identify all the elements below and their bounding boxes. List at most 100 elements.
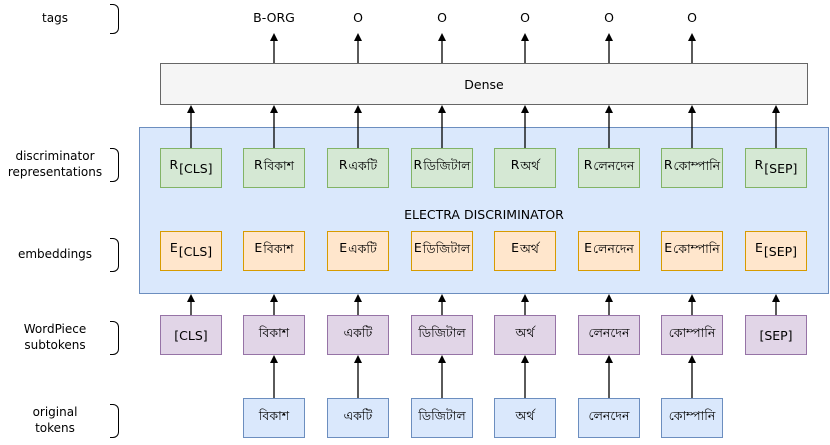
disc-rep-box-prefix: R bbox=[254, 156, 263, 172]
disc-rep-box-text: [CLS] bbox=[179, 160, 213, 176]
original-token-box: কোম্পানি bbox=[661, 398, 723, 438]
wp-label-line1: WordPiece bbox=[23, 322, 87, 336]
embedding-box-text: একটি bbox=[348, 241, 377, 256]
row-label-original: original tokens bbox=[0, 404, 110, 436]
subtoken-box-text: ডিজিটাল bbox=[418, 325, 466, 340]
subtoken-box-text: লেনদেন bbox=[588, 325, 630, 340]
subtoken-box-text: বিকাশ bbox=[258, 325, 290, 340]
embedding-box-text: ডিজিটাল bbox=[422, 241, 471, 256]
disc-rep-box-prefix: R bbox=[583, 156, 593, 172]
subtoken-box: [SEP] bbox=[745, 315, 807, 355]
embedding-box: E[CLS] bbox=[160, 231, 222, 271]
embedding-box-prefix: E bbox=[584, 239, 592, 255]
original-token-box-text: অর্থ bbox=[515, 408, 535, 423]
tag-label: B-ORG bbox=[253, 10, 295, 25]
embedding-box-text: [SEP] bbox=[763, 243, 798, 259]
subtoken-box-text: একটি bbox=[343, 325, 373, 340]
disc-rep-box-prefix: R bbox=[663, 156, 673, 172]
row-label-wordpiece: WordPiece subtokens bbox=[0, 321, 110, 353]
dense-layer-box: Dense bbox=[160, 63, 808, 105]
disc-rep-box-prefix: R bbox=[169, 156, 179, 172]
subtoken-box: [CLS] bbox=[160, 315, 222, 355]
row-label-embeddings: embeddings bbox=[0, 244, 110, 264]
brace-discriminator bbox=[110, 148, 119, 182]
embedding-box-text: অর্থ bbox=[519, 241, 539, 256]
brace-tags bbox=[110, 4, 119, 34]
original-token-box-text: বিকাশ bbox=[258, 408, 290, 423]
dense-label: Dense bbox=[464, 76, 504, 92]
embedding-box-prefix: E bbox=[254, 239, 263, 255]
subtoken-box: একটি bbox=[327, 315, 389, 355]
disc-rep-box-text: একটি bbox=[348, 158, 378, 173]
original-token-box: একটি bbox=[327, 398, 389, 438]
original-token-box-text: একটি bbox=[343, 408, 373, 423]
tag-label: O bbox=[687, 10, 697, 25]
subtoken-box-text: [SEP] bbox=[759, 327, 793, 343]
subtoken-box: কোম্পানি bbox=[661, 315, 723, 355]
disc-label-line1: discriminator bbox=[15, 149, 95, 163]
brace-wordpiece bbox=[110, 321, 119, 355]
disc-rep-box-text: লেনদেন bbox=[593, 158, 635, 173]
disc-rep-box-text: ডিজিটাল bbox=[423, 158, 471, 173]
disc-rep-box-prefix: R bbox=[338, 156, 348, 172]
brace-embeddings bbox=[110, 238, 119, 272]
embedding-box-prefix: E bbox=[339, 239, 348, 255]
disc-rep-box-text: [SEP] bbox=[764, 160, 798, 176]
subtoken-box-text: অর্থ bbox=[515, 325, 535, 340]
embedding-box-prefix: E bbox=[754, 239, 763, 255]
embedding-box-text: [CLS] bbox=[178, 243, 213, 259]
subtoken-box-text: কোম্পানি bbox=[668, 325, 716, 340]
embedding-box-text: লেনদেন bbox=[593, 241, 634, 256]
embedding-box-prefix: E bbox=[169, 239, 178, 255]
disc-rep-box: R[CLS] bbox=[160, 148, 222, 188]
orig-label-line2: tokens bbox=[35, 421, 75, 435]
electra-discriminator-label: ELECTRA DISCRIMINATOR bbox=[404, 207, 564, 222]
disc-rep-box-text: অর্থ bbox=[520, 158, 540, 173]
tag-label: O bbox=[520, 10, 530, 25]
embedding-box-prefix: E bbox=[664, 239, 673, 255]
original-token-box: অর্থ bbox=[494, 398, 556, 438]
row-label-discriminator: discriminator representations bbox=[0, 148, 110, 180]
disc-rep-box-prefix: R bbox=[413, 156, 423, 172]
original-token-box: লেনদেন bbox=[578, 398, 640, 438]
embedding-box-prefix: E bbox=[511, 239, 519, 255]
subtoken-box: অর্থ bbox=[494, 315, 556, 355]
embeddings-label-text: embeddings bbox=[17, 247, 93, 261]
disc-rep-box-text: কোম্পানি bbox=[673, 158, 721, 173]
tag-label: O bbox=[604, 10, 614, 25]
row-label-tags: tags bbox=[0, 8, 110, 28]
tags-label-text: tags bbox=[42, 11, 68, 25]
wp-label-line2: subtokens bbox=[24, 338, 86, 352]
brace-original bbox=[110, 404, 119, 438]
disc-rep-box-prefix: R bbox=[754, 156, 764, 172]
subtoken-box: বিকাশ bbox=[243, 315, 305, 355]
orig-label-line1: original bbox=[32, 405, 78, 419]
subtoken-box: ডিজিটাল bbox=[411, 315, 473, 355]
tag-label: O bbox=[437, 10, 447, 25]
subtoken-box: লেনদেন bbox=[578, 315, 640, 355]
embedding-box: E[SEP] bbox=[745, 231, 807, 271]
original-token-box-text: কোম্পানি bbox=[668, 408, 716, 423]
disc-rep-box-text: বিকাশ bbox=[263, 158, 294, 173]
original-token-box-text: লেনদেন bbox=[588, 408, 630, 423]
original-token-box-text: ডিজিটাল bbox=[418, 408, 466, 423]
embedding-box-text: বিকাশ bbox=[263, 241, 294, 256]
embedding-box-text: কোম্পানি bbox=[673, 241, 720, 256]
tag-label: O bbox=[353, 10, 363, 25]
disc-rep-box-prefix: R bbox=[510, 156, 520, 172]
original-token-box: বিকাশ bbox=[243, 398, 305, 438]
embedding-box-prefix: E bbox=[413, 239, 422, 255]
subtoken-box-text: [CLS] bbox=[174, 327, 208, 343]
